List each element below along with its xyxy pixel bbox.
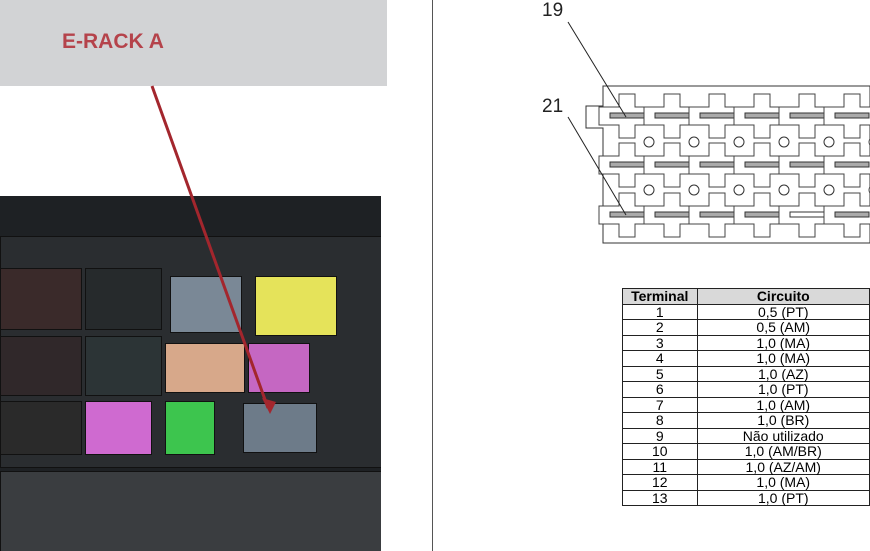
locator-hole <box>688 184 700 196</box>
terminal-pin <box>699 211 735 218</box>
circuit-cell: 1,0 (AZ) <box>696 365 870 382</box>
locator-hole <box>778 184 790 196</box>
locator-hole <box>778 136 790 148</box>
circuit-cell: 1,0 (AM) <box>696 396 870 413</box>
terminal-pin <box>834 112 870 119</box>
locator-hole <box>823 184 835 196</box>
terminal-cell: 11 <box>622 458 698 475</box>
circuit-cell: 1,0 (BR) <box>696 412 870 429</box>
terminal-pin <box>609 211 645 218</box>
locator-hole <box>688 136 700 148</box>
terminal-pin <box>699 112 735 119</box>
locator-hole <box>733 184 745 196</box>
circuit-cell: 1,0 (AZ/AM) <box>696 458 870 475</box>
terminal-cell: 8 <box>622 412 698 429</box>
terminal-cell: 7 <box>622 396 698 413</box>
connector-diagram <box>567 21 870 244</box>
section-banner: E-RACK A <box>0 0 387 86</box>
circuit-cell: 1,0 (PT) <box>696 489 870 506</box>
terminal-pin <box>744 112 780 119</box>
circuit-cell: 0,5 (AM) <box>696 319 870 336</box>
circuit-cell: 1,0 (MA) <box>696 350 870 367</box>
circuit-cell: 1,0 (MA) <box>696 474 870 491</box>
terminal-pin <box>609 112 645 119</box>
terminal-pin <box>789 211 825 218</box>
terminal-pin <box>654 161 690 168</box>
column-divider <box>432 0 433 551</box>
header-circuito: Circuito <box>696 288 870 305</box>
terminal-pin <box>699 161 735 168</box>
terminal-cell: 12 <box>622 474 698 491</box>
terminal-cell: 3 <box>622 334 698 351</box>
terminal-pin <box>789 161 825 168</box>
terminal-cell: 13 <box>622 489 698 506</box>
circuit-cell: 1,0 (MA) <box>696 334 870 351</box>
terminal-cell: 6 <box>622 381 698 398</box>
circuit-cell: 1,0 (AM/BR) <box>696 443 870 460</box>
locator-hole <box>733 136 745 148</box>
circuit-cell: 1,0 (PT) <box>696 381 870 398</box>
header-terminal: Terminal <box>622 288 698 305</box>
circuit-cell: Não utilizado <box>696 427 870 444</box>
terminal-pin <box>834 161 870 168</box>
circuit-cell: 0,5 (PT) <box>696 303 870 320</box>
terminal-cell: 9 <box>622 427 698 444</box>
terminal-pin <box>789 112 825 119</box>
terminal-pin <box>654 211 690 218</box>
pin-label-21: 21 <box>542 96 564 117</box>
terminal-pin <box>834 211 870 218</box>
terminal-cell: 5 <box>622 365 698 382</box>
locator-hole <box>643 136 655 148</box>
terminal-pin <box>654 112 690 119</box>
pointer-arrow <box>150 85 276 414</box>
terminal-pin <box>744 161 780 168</box>
terminal-cell: 2 <box>622 319 698 336</box>
locator-hole <box>823 136 835 148</box>
terminal-pin <box>744 211 780 218</box>
locator-hole <box>643 184 655 196</box>
banner-title: E-RACK A <box>62 30 164 53</box>
terminal-cell: 1 <box>622 303 698 320</box>
pin-label-19: 19 <box>542 0 564 21</box>
terminal-cell: 4 <box>622 350 698 367</box>
terminal-pin <box>609 161 645 168</box>
terminal-cell: 10 <box>622 443 698 460</box>
